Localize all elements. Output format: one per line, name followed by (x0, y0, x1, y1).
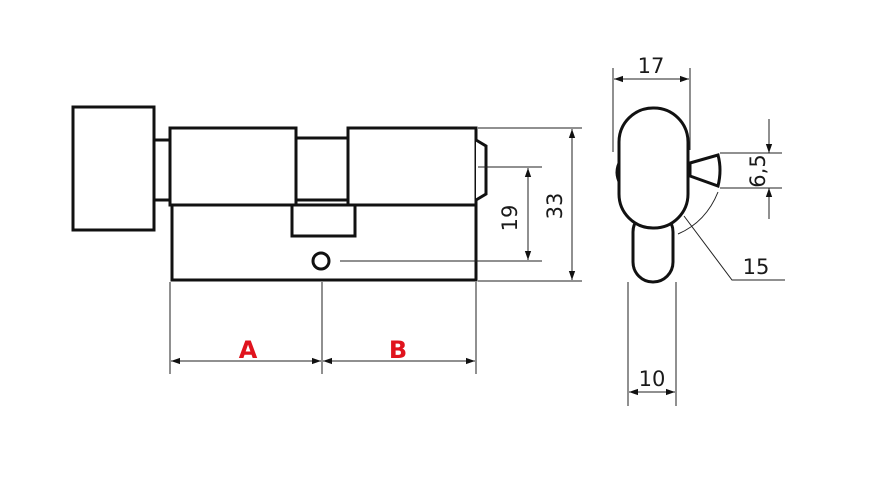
dim-a-label: A (239, 336, 258, 364)
right-plug (346, 126, 478, 207)
side-view: 17 6,5 15 10 (612, 54, 785, 406)
dim-10: 10 (639, 367, 666, 391)
cam-wedge (688, 153, 722, 188)
dim-33: 33 (543, 193, 567, 220)
knob-shaft (152, 138, 172, 202)
knob-profile (617, 106, 690, 230)
radius-arc (677, 191, 719, 235)
neck (294, 136, 350, 202)
thumb-knob (71, 105, 156, 232)
tail-tip (475, 138, 488, 202)
dim-17: 17 (638, 54, 665, 78)
dim-15: 15 (743, 255, 770, 279)
dim-6-5: 6,5 (746, 154, 770, 187)
front-view: 19 33 A B (71, 105, 582, 374)
dim-b-label: B (389, 336, 407, 364)
cam-slot (290, 203, 357, 238)
dim-19: 19 (498, 205, 522, 232)
left-plug (168, 126, 298, 207)
screw-hole (311, 251, 331, 271)
